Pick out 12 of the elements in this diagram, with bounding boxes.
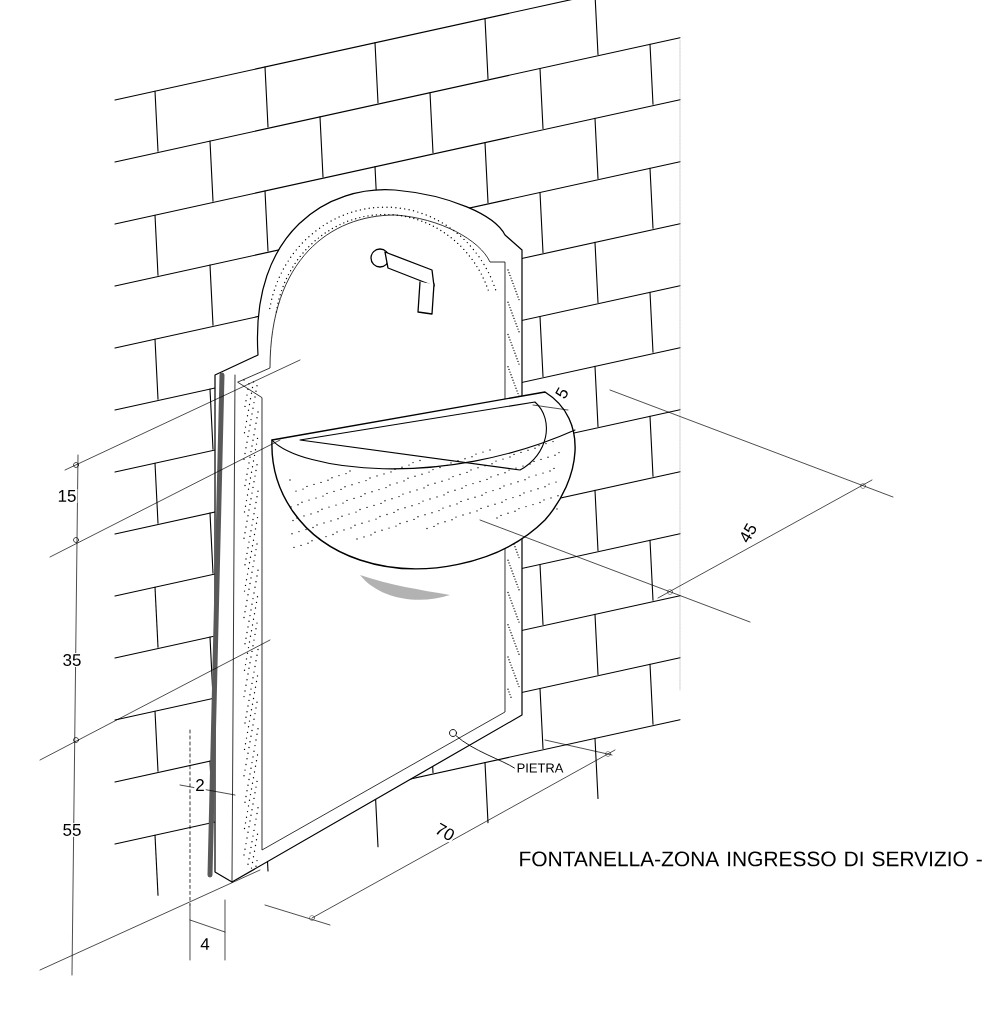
dimension-label: 2 <box>194 778 206 792</box>
dimension-label: 35 <box>61 653 83 667</box>
dimension-label: 4 <box>199 937 211 951</box>
dimension-label: 55 <box>61 823 83 837</box>
leader-line <box>455 735 515 769</box>
point-marker <box>449 729 457 737</box>
dimension-label: 70 <box>432 820 458 844</box>
dimension-label: 5 <box>553 384 571 402</box>
drawing-title: FONTANELLA-ZONA INGRESSO DI SERVIZIO - <box>520 851 982 867</box>
part-label: PIETRA <box>517 763 564 773</box>
dimension-label: 15 <box>56 489 78 503</box>
dimension-label: 45 <box>736 520 760 546</box>
